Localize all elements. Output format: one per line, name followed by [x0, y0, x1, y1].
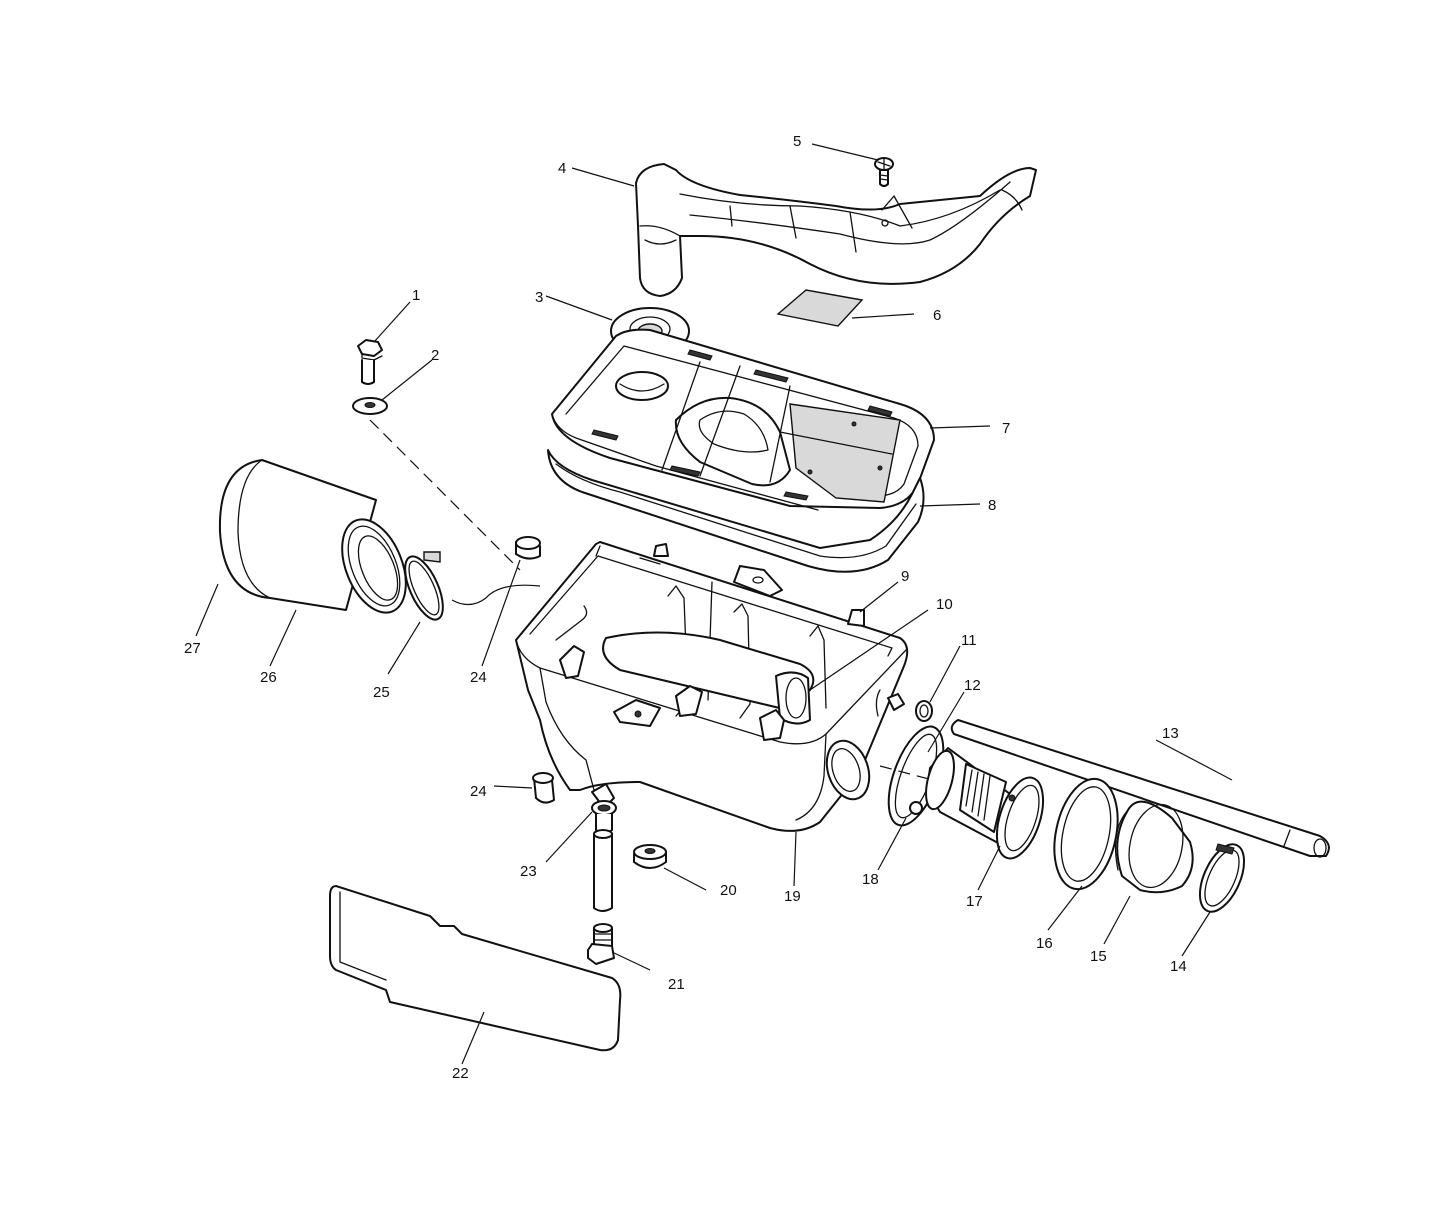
callout-18: 18: [862, 871, 879, 888]
part-21-drain-valve: [587, 829, 615, 965]
callout-26: 26: [260, 669, 277, 686]
part-25-clamp: [404, 551, 444, 621]
callout-23: 23: [520, 863, 537, 880]
callout-labels: 1 2 3 4 5 6 7 8 9 10 11 12 13 14 15 16 1…: [184, 133, 1187, 1082]
callout-22: 22: [452, 1065, 469, 1082]
callout-13: 13: [1162, 725, 1179, 742]
callout-1: 1: [412, 287, 420, 304]
callout-14: 14: [1170, 958, 1187, 975]
callout-24-upper: 24: [470, 669, 487, 686]
part-24-plug-lower: [532, 772, 555, 804]
part-17-intake-adapter: [925, 747, 1045, 860]
part-2-washer: [352, 397, 388, 415]
callout-11: 11: [961, 632, 977, 649]
part-16-ring: [1053, 777, 1119, 891]
part-7-airbox-cover: [551, 328, 935, 511]
part-26-air-filter: [218, 459, 407, 614]
callout-16: 16: [1036, 935, 1053, 952]
callout-6: 6: [933, 307, 941, 324]
callout-7: 7: [1002, 420, 1010, 437]
callout-24-lower: 24: [470, 783, 487, 800]
part-1-bolt: [357, 339, 383, 385]
callout-2: 2: [431, 347, 439, 364]
callout-15: 15: [1090, 948, 1107, 965]
part-24-plug-upper: [515, 536, 541, 560]
callout-8: 8: [988, 497, 996, 514]
part-11-plug: [915, 700, 933, 722]
callout-12: 12: [964, 677, 981, 694]
callout-9: 9: [901, 568, 909, 585]
part-20-grommet: [633, 844, 667, 869]
part-19-airbox-body: [515, 541, 909, 832]
leader-lines: [195, 143, 1233, 1065]
callout-20: 20: [720, 882, 737, 899]
assembly-dashed-line-2: [879, 765, 941, 783]
drain-tube-line: [451, 584, 541, 606]
part-22-heat-shield: [329, 885, 622, 1052]
callout-27: 27: [184, 640, 201, 657]
callout-3: 3: [535, 289, 543, 306]
callout-4: 4: [558, 160, 566, 177]
part-13-rod: [950, 719, 1330, 858]
assembly-dashed-line: [369, 419, 521, 571]
part-4-intake-duct: [635, 163, 1037, 297]
part-14-clamp: [1198, 843, 1246, 913]
callout-25: 25: [373, 684, 390, 701]
callout-21: 21: [668, 976, 685, 993]
part-15-boot: [1114, 800, 1194, 894]
callout-5: 5: [793, 133, 801, 150]
part-5-screw: [874, 157, 894, 187]
part-6-foam-pad: [776, 289, 864, 327]
callout-10: 10: [936, 596, 953, 613]
part-8-cover-gasket: [547, 449, 925, 573]
part-23-hose-clamp: [591, 800, 617, 834]
callout-19: 19: [784, 888, 801, 905]
callout-17: 17: [966, 893, 983, 910]
